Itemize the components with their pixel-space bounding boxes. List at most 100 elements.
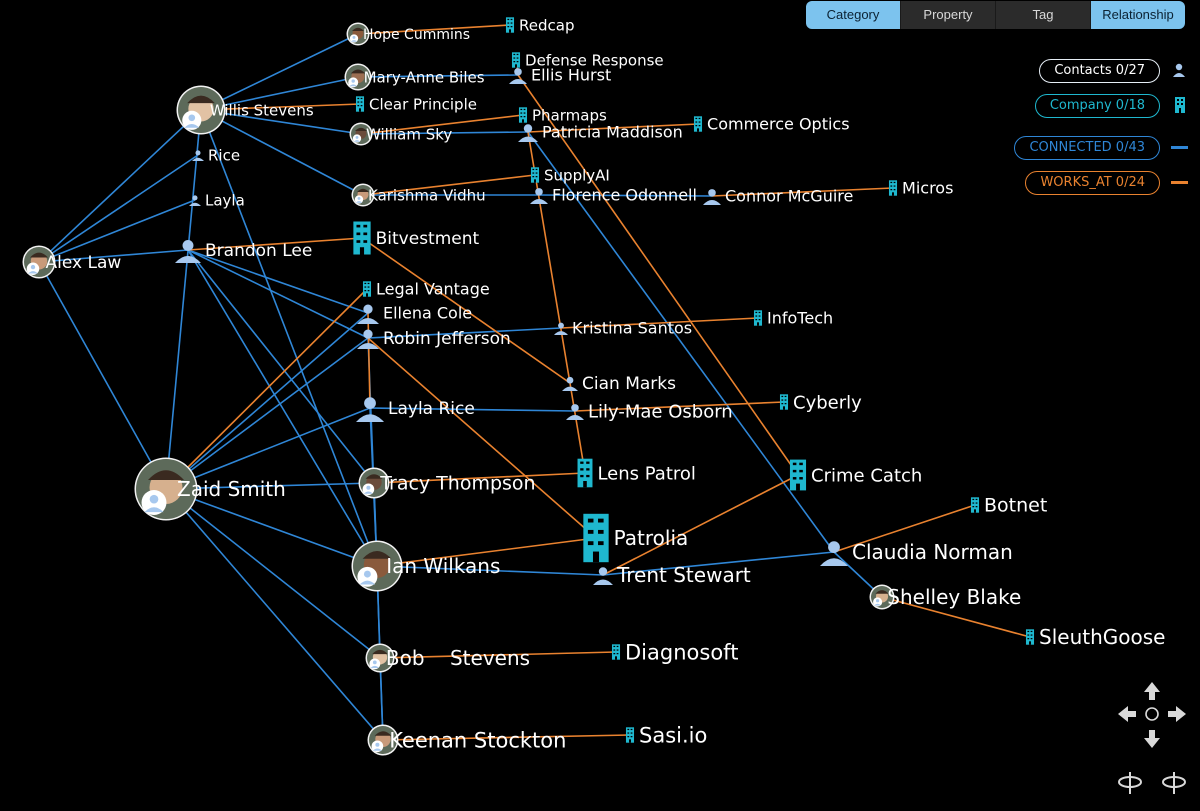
node-ellis[interactable]: Ellis Hurst bbox=[509, 66, 611, 85]
edge-connected[interactable] bbox=[38, 199, 196, 263]
edge-connected[interactable] bbox=[38, 249, 189, 263]
edge-works-at[interactable] bbox=[833, 504, 976, 553]
edge-works-at[interactable] bbox=[187, 237, 363, 251]
tab-relationship[interactable]: Relationship bbox=[1091, 1, 1185, 29]
edge-works-at[interactable] bbox=[361, 237, 571, 384]
legend-contacts[interactable]: Contacts 0/27 bbox=[1039, 59, 1160, 83]
edge-works-at[interactable] bbox=[560, 317, 759, 329]
edge-works-at[interactable] bbox=[382, 734, 631, 741]
node-legal[interactable]: Legal Vantage bbox=[362, 280, 490, 299]
edge-connected[interactable] bbox=[357, 74, 519, 78]
edge-connected[interactable] bbox=[165, 109, 202, 490]
node-william[interactable]: William Sky bbox=[349, 122, 453, 146]
edge-works-at[interactable] bbox=[574, 401, 785, 412]
node-crime[interactable]: Crime Catch bbox=[789, 459, 922, 491]
node-bob[interactable]: Bob Stevens bbox=[365, 643, 531, 673]
edge-connected[interactable] bbox=[165, 337, 369, 490]
edge-works-at[interactable] bbox=[527, 123, 699, 133]
node-trent[interactable]: Trent Stewart bbox=[593, 563, 751, 587]
edge-connected[interactable] bbox=[376, 565, 604, 576]
node-lens[interactable]: Lens Patrol bbox=[577, 458, 696, 488]
edge-works-at[interactable] bbox=[379, 651, 617, 659]
edge-works-at[interactable] bbox=[517, 74, 799, 476]
node-alex[interactable]: Alex Law bbox=[22, 245, 122, 279]
node-patrolia[interactable]: Patrolia bbox=[583, 513, 688, 563]
node-cyberly[interactable]: Cyberly bbox=[779, 392, 862, 413]
node-connor[interactable]: Connor McGuire bbox=[703, 187, 853, 206]
edge-works-at[interactable] bbox=[711, 187, 894, 197]
rotate-right-icon[interactable] bbox=[1162, 772, 1186, 794]
tab-tag[interactable]: Tag bbox=[996, 1, 1091, 29]
edge-works-at[interactable] bbox=[881, 596, 1031, 638]
edge-connected[interactable] bbox=[200, 109, 362, 135]
legend-works-at[interactable]: WORKS_AT 0/24 bbox=[1025, 171, 1160, 195]
node-ellena[interactable]: Ellena Cole bbox=[357, 304, 472, 324]
node-willis[interactable]: Willis Stevens bbox=[176, 85, 314, 135]
edge-connected[interactable] bbox=[187, 249, 369, 314]
node-keenan[interactable]: Keenan Stockton bbox=[367, 724, 567, 756]
pan-down-icon[interactable] bbox=[1144, 730, 1160, 748]
edge-connected[interactable] bbox=[38, 154, 199, 263]
tab-property[interactable]: Property bbox=[901, 1, 996, 29]
node-cian[interactable]: Cian Marks bbox=[562, 374, 676, 394]
edge-connected[interactable] bbox=[187, 249, 378, 567]
node-micros[interactable]: Micros bbox=[888, 179, 953, 198]
node-sasi[interactable]: Sasi.io bbox=[625, 723, 707, 747]
edge-connected[interactable] bbox=[200, 76, 359, 111]
edge-works-at[interactable] bbox=[165, 288, 368, 490]
node-lilymae[interactable]: Lily-Mae Osborn bbox=[566, 401, 733, 422]
node-sleuth[interactable]: SleuthGoose bbox=[1025, 625, 1166, 649]
edge-works-at[interactable] bbox=[367, 337, 597, 539]
node-pharmaps[interactable]: Pharmaps bbox=[518, 106, 607, 124]
edge-connected[interactable] bbox=[367, 327, 562, 339]
edge-connected[interactable] bbox=[187, 249, 369, 339]
node-florence[interactable]: Florence Odonnell bbox=[530, 186, 697, 205]
node-brandon[interactable]: Brandon Lee bbox=[175, 239, 312, 263]
node-hope[interactable]: Hope Cummins bbox=[346, 22, 471, 46]
edge-connected[interactable] bbox=[200, 109, 378, 567]
node-maryanne[interactable]: Mary-Anne Biles bbox=[344, 63, 485, 91]
rotate-left-icon[interactable] bbox=[1118, 772, 1142, 794]
pan-left-icon[interactable] bbox=[1118, 706, 1136, 722]
node-laylarice[interactable]: Layla Rice bbox=[356, 397, 475, 422]
edge-works-at[interactable] bbox=[200, 103, 361, 111]
node-botnet[interactable]: Botnet bbox=[970, 495, 1047, 517]
node-diagnosoft[interactable]: Diagnosoft bbox=[611, 640, 738, 664]
tab-category[interactable]: Category bbox=[806, 1, 901, 29]
edge-connected[interactable] bbox=[360, 131, 529, 135]
edge-connected[interactable] bbox=[200, 33, 359, 111]
edge-works-at[interactable] bbox=[360, 114, 524, 135]
node-kristina[interactable]: Kristina Santos bbox=[554, 319, 692, 338]
edge-connected[interactable] bbox=[165, 407, 371, 490]
edge-connected[interactable] bbox=[538, 194, 713, 197]
edge-connected[interactable] bbox=[165, 482, 375, 490]
edge-works-at[interactable] bbox=[367, 312, 371, 409]
node-bitvestment[interactable]: Bitvestment bbox=[353, 221, 480, 255]
pan-right-icon[interactable] bbox=[1168, 706, 1186, 722]
node-karishma[interactable]: Karishma Vidhu bbox=[351, 183, 486, 207]
edge-works-at[interactable] bbox=[373, 472, 586, 484]
node-zaid[interactable]: Zaid Smith bbox=[134, 457, 286, 521]
node-redcap[interactable]: Redcap bbox=[505, 16, 575, 34]
edge-connected[interactable] bbox=[165, 488, 381, 659]
edge-connected[interactable] bbox=[200, 109, 364, 196]
edge-connected[interactable] bbox=[165, 312, 369, 490]
edge-connected[interactable] bbox=[165, 488, 378, 567]
node-patricia[interactable]: Patricia Maddison bbox=[518, 123, 683, 142]
node-shelley[interactable]: Shelley Blake bbox=[869, 584, 1022, 610]
center-view-icon[interactable] bbox=[1145, 707, 1159, 721]
edge-connected[interactable] bbox=[38, 109, 202, 263]
node-infotech[interactable]: InfoTech bbox=[753, 309, 833, 328]
node-layla[interactable]: Layla bbox=[189, 191, 245, 209]
edge-connected[interactable] bbox=[602, 551, 835, 576]
legend-company[interactable]: Company 0/18 bbox=[1034, 94, 1160, 118]
edge-connected[interactable] bbox=[187, 249, 375, 484]
edge-connected[interactable] bbox=[165, 488, 384, 741]
node-clear[interactable]: Clear Principle bbox=[355, 95, 477, 113]
edge-connected[interactable] bbox=[369, 407, 576, 412]
node-ian[interactable]: Ian Wilkans bbox=[351, 540, 501, 592]
pan-up-icon[interactable] bbox=[1144, 682, 1160, 700]
legend-connected[interactable]: CONNECTED 0/43 bbox=[1014, 136, 1160, 160]
edge-works-at[interactable] bbox=[362, 174, 536, 196]
